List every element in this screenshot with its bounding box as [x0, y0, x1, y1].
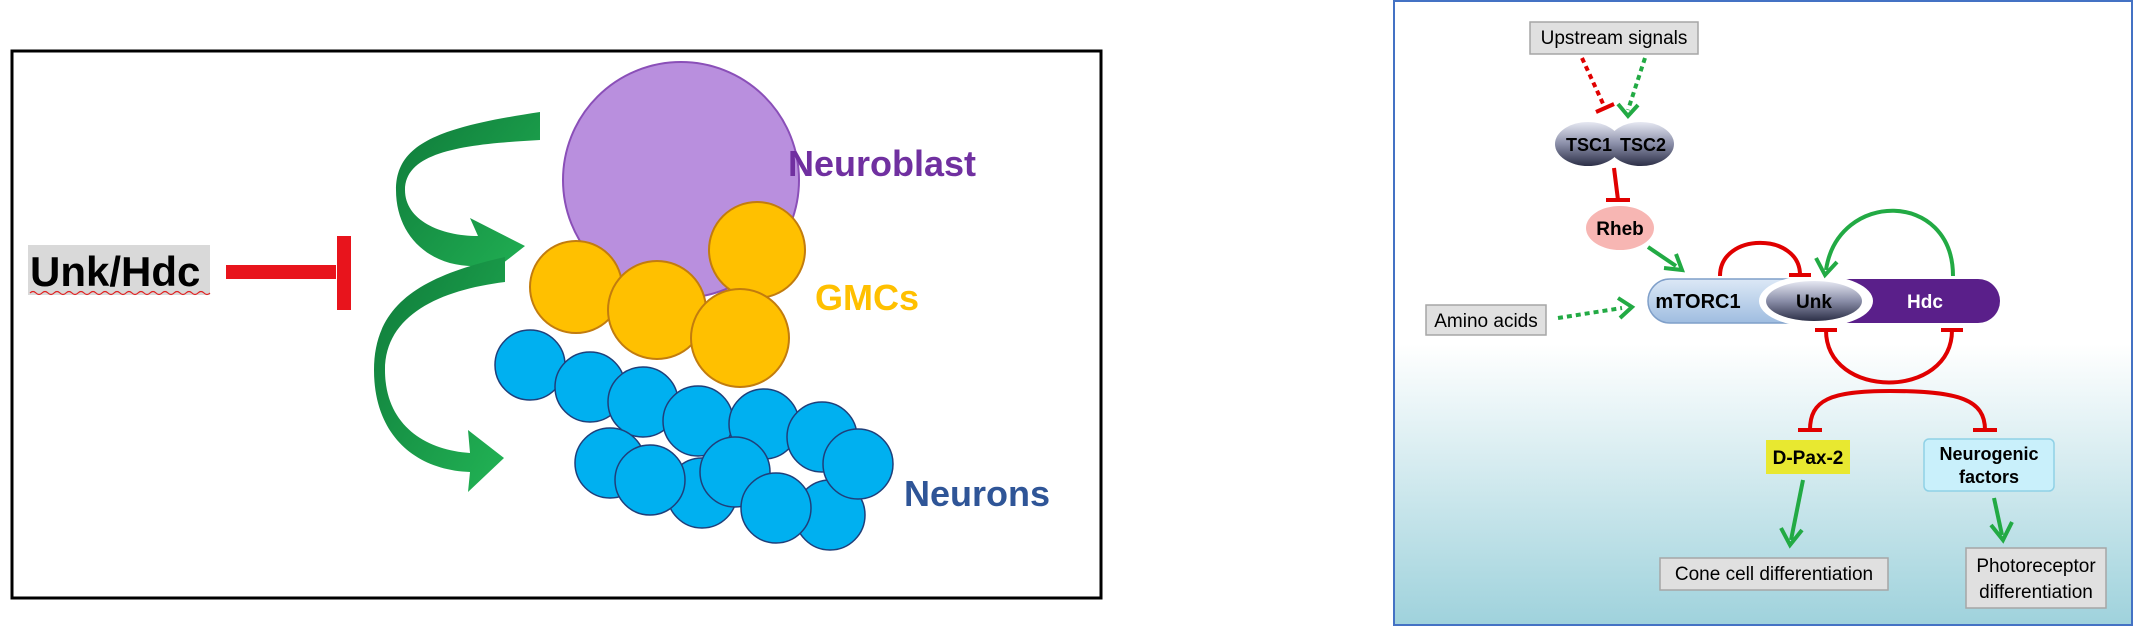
mtorc1-unk-inhibit-loop: [1718, 241, 1802, 277]
upstream-inhibit-bar: [1595, 102, 1615, 114]
unk-label: Unk: [1796, 292, 1832, 313]
rheb-node: [1586, 206, 1654, 250]
cone-box: [1659, 557, 1889, 591]
unk-node: [1766, 281, 1862, 321]
upstream-activate-line: [1626, 57, 1647, 111]
gmc-label: GMCs: [815, 277, 919, 318]
gmc-cluster: [529, 201, 806, 388]
tsc2-node: [1608, 122, 1674, 166]
unk-hdc-inhibit-loop: [1824, 329, 1954, 385]
amino-acids-label: Amino acids: [1434, 311, 1538, 332]
photo-box: [1965, 547, 2107, 609]
left-panel: Unk/Hdc Neuroblast GMCs: [10, 49, 1103, 600]
cone-label: Cone cell differentiation: [1675, 564, 1873, 585]
neurogenic-label-line1: Neurogenic: [1939, 444, 2038, 464]
mtorc1-label: mTORC1: [1655, 291, 1740, 313]
hdc-unk-activate-loop: [1824, 208, 1955, 277]
neuron-cell: [740, 472, 812, 544]
gmc-cell: [690, 288, 790, 388]
inhibit-dpax2-line: [1808, 389, 1891, 431]
dpax2-label: D-Pax-2: [1773, 448, 1844, 469]
regulator-label-bg: [28, 245, 210, 295]
gmc-cell: [708, 201, 806, 299]
right-panel: Upstream signals TSC1 TSC2 Rheb Amino ac…: [1393, 0, 2133, 626]
neurogenic-photo-arrow-head: [1989, 521, 2014, 544]
spellcheck-underline: [29, 290, 211, 296]
tsc1-label: TSC1: [1566, 135, 1612, 155]
regulator-label: Unk/Hdc: [30, 248, 200, 295]
hdc-label: Hdc: [1907, 292, 1943, 313]
neurogenic-box: [1923, 438, 2055, 492]
inhibition-symbol: [226, 236, 351, 310]
tsc-rheb-inhibit-line: [1612, 167, 1620, 201]
dpax2-cone-arrow-head: [1779, 527, 1804, 549]
curved-arrow-lower-icon: [374, 257, 505, 492]
amino-acids-arrow: [1557, 306, 1623, 320]
neuron-cell: [614, 444, 686, 516]
tsc1-node: [1555, 122, 1621, 166]
upstream-box: [1529, 21, 1699, 55]
upstream-inhibit-line: [1580, 57, 1607, 109]
amino-acids-arrow-head: [1616, 296, 1636, 320]
tsc2-label: TSC2: [1620, 135, 1666, 155]
neurons-label: Neurons: [904, 473, 1050, 514]
upstream-label: Upstream signals: [1541, 28, 1688, 49]
neuron-cell: [822, 428, 894, 500]
photo-label-line2: differentiation: [1979, 582, 2093, 603]
inhibit-neurogenic-line: [1889, 389, 1987, 431]
hdc-unk-activate-head: [1814, 257, 1839, 279]
photo-label-line1: Photoreceptor: [1976, 556, 2096, 577]
dpax2-box: [1766, 440, 1850, 474]
neuron-cluster: [494, 329, 894, 551]
neuroblast-label: Neuroblast: [788, 143, 976, 184]
rheb-mtorc1-arrow: [1646, 245, 1678, 268]
neurogenic-photo-arrow: [1992, 497, 2004, 536]
amino-acids-box: [1425, 304, 1547, 336]
curved-arrow-upper-icon: [396, 112, 540, 286]
rheb-mtorc1-arrow-head: [1663, 253, 1686, 273]
neurogenic-label-line2: factors: [1959, 467, 2019, 487]
rheb-label: Rheb: [1596, 219, 1644, 240]
upstream-activate-head: [1616, 102, 1640, 120]
dpax2-cone-arrow: [1789, 479, 1805, 541]
